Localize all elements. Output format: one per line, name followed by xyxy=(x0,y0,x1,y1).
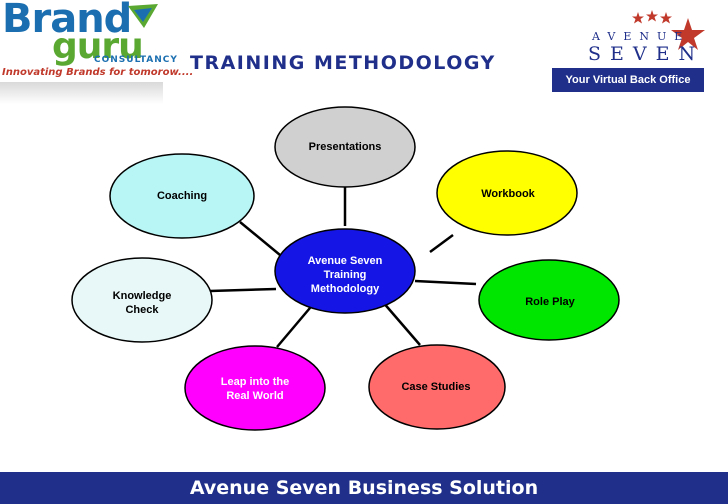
footer-text: Avenue Seven Business Solution xyxy=(189,477,539,499)
label-leap-line-2: Real World xyxy=(226,390,284,402)
label-knowledge-check: Knowledge Check xyxy=(102,289,182,317)
logo-shadow-bar xyxy=(0,82,163,104)
label-center-line-1: Avenue Seven xyxy=(307,255,383,267)
logo-tagline-box: Your Virtual Back Office xyxy=(552,68,704,92)
node-workbook xyxy=(436,150,578,236)
logo-word-seven: SEVEN xyxy=(588,43,705,65)
label-role-play: Role Play xyxy=(525,296,575,308)
node-center xyxy=(274,228,416,314)
label-coaching: Coaching xyxy=(156,190,208,202)
stars-icon xyxy=(632,10,705,50)
logo-tagline: Innovating Brands for tomorow.... xyxy=(2,67,194,78)
connector-lines xyxy=(209,184,477,348)
logo-consultancy: CONSULTANCY xyxy=(94,55,178,65)
node-case-studies xyxy=(368,344,506,430)
node-coaching xyxy=(109,153,255,239)
brandguru-logo: Brand guru CONSULTANCY Innovating Brands… xyxy=(0,0,193,104)
label-leap-into-real-world: Leap into the Real World xyxy=(205,375,305,403)
logo-word-guru: guru xyxy=(52,26,144,67)
connector-workbook xyxy=(429,233,454,254)
node-leap-into-real-world xyxy=(184,345,326,431)
label-knowledge-line-1: Knowledge xyxy=(112,290,172,302)
label-workbook: Workbook xyxy=(481,188,535,200)
logo-word-avenue: AVENUE xyxy=(592,30,691,43)
connector-leap xyxy=(276,301,316,348)
label-center-line-3: Methodology xyxy=(310,283,380,295)
node-presentations xyxy=(274,106,416,188)
label-center: Avenue Seven Training Methodology xyxy=(295,254,395,296)
connector-coaching xyxy=(239,221,281,256)
label-leap-line-1: Leap into the xyxy=(220,376,290,388)
footer-bar: Avenue Seven Business Solution xyxy=(0,472,728,504)
page-title: TRAINING METHODOLOGY xyxy=(190,52,496,74)
label-knowledge-line-2: Check xyxy=(125,304,159,316)
node-role-play xyxy=(478,259,620,341)
connector-role-play xyxy=(414,279,477,286)
logo-check-icon xyxy=(128,4,158,28)
connector-knowledge-check xyxy=(209,287,277,293)
logo-word-brand: Brand xyxy=(2,0,132,42)
connector-case-studies xyxy=(381,300,421,346)
node-knowledge-check xyxy=(71,257,213,343)
label-center-line-2: Training xyxy=(323,269,367,281)
label-presentations: Presentations xyxy=(308,141,382,153)
avenue-seven-logo: AVENUE SEVEN Your Virtual Back Office xyxy=(552,8,712,92)
label-case-studies: Case Studies xyxy=(401,381,471,393)
